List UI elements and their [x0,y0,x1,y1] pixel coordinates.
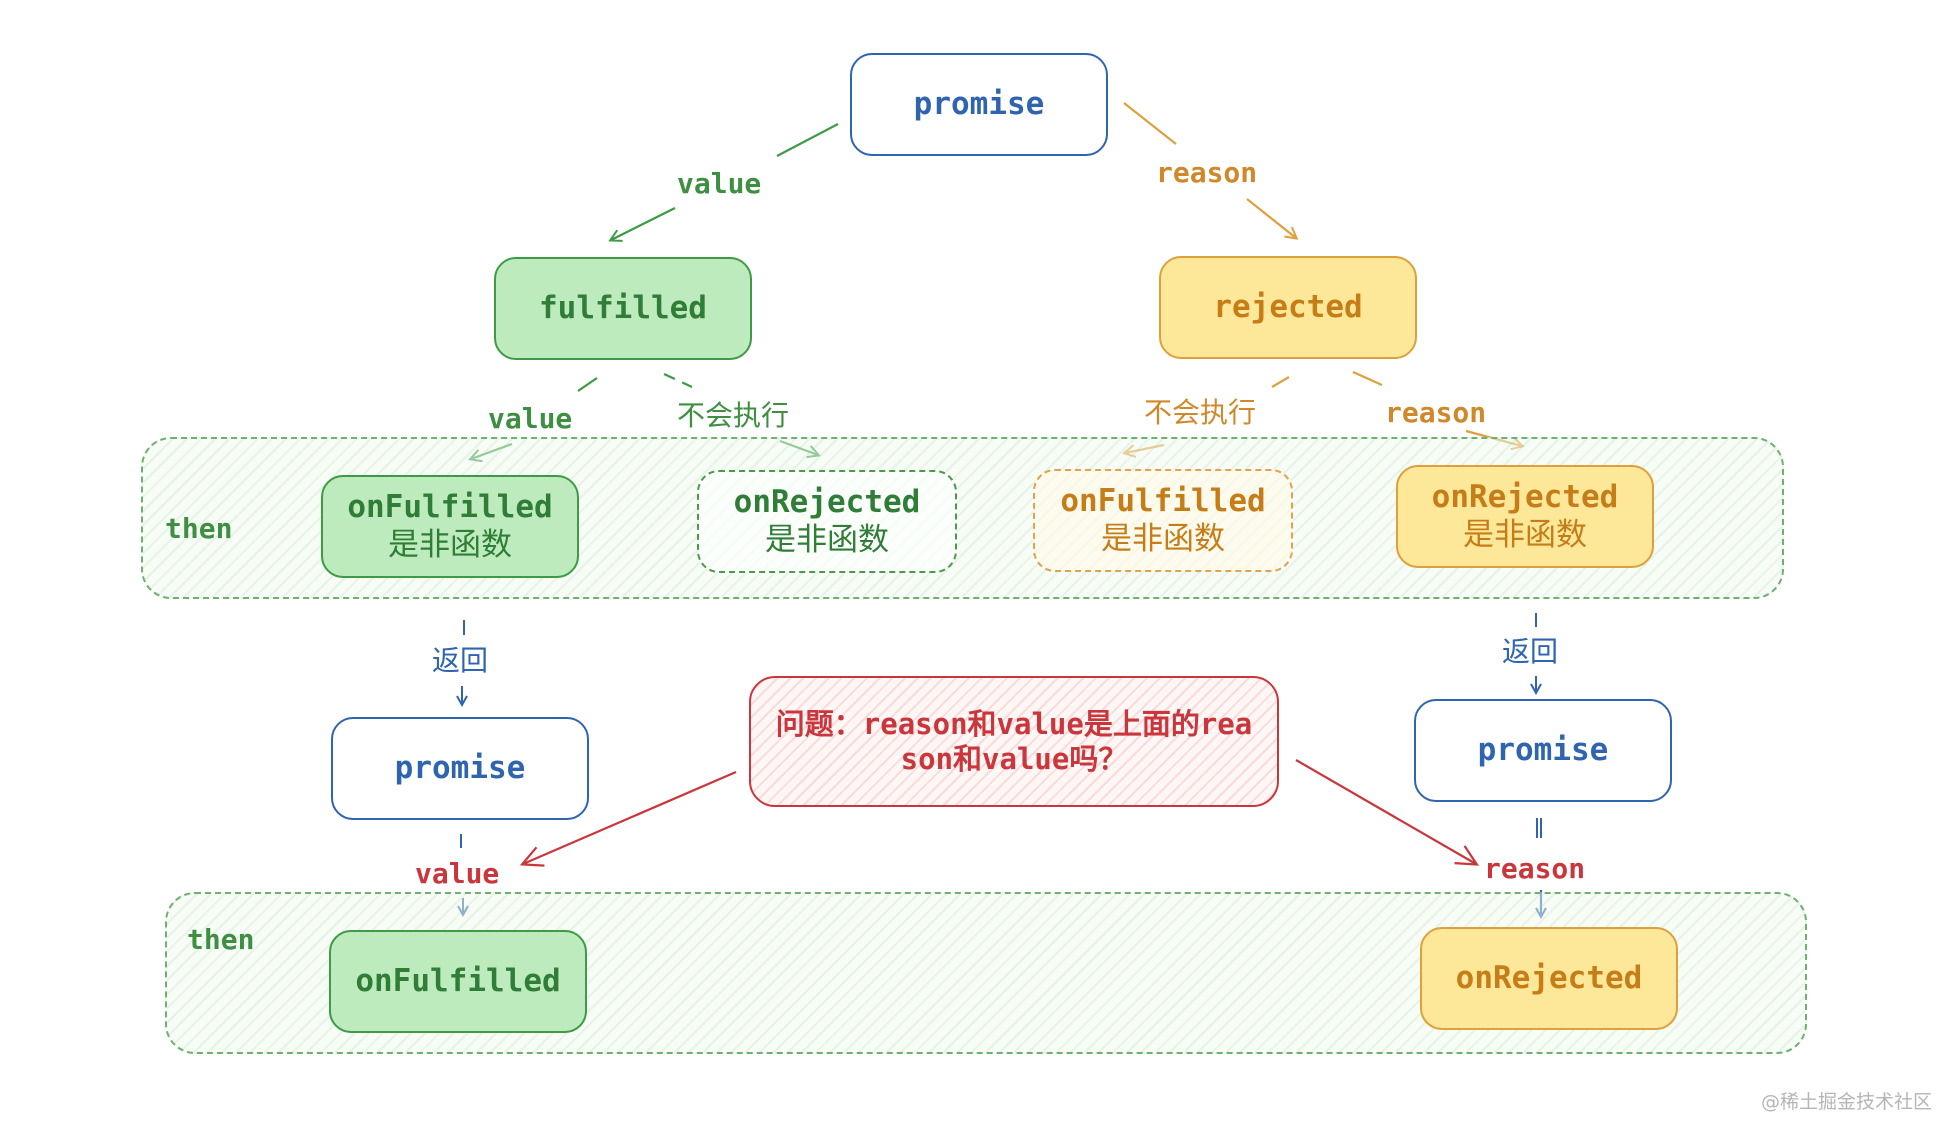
watermark: @稀土掘金技术社区 [1760,1091,1932,1113]
edge-label-not-executed-right: 不会执行 [1144,396,1257,429]
onrejected-node-2[interactable]: onRejected [1420,927,1678,1030]
edge-label-value-bottom: value [415,857,500,890]
onrejected-node-1[interactable]: onRejected 是非函数 [1396,465,1654,568]
then-group-2-label: then [187,923,255,956]
edge-promise-to-fulfilled [611,123,839,240]
promise-node-right[interactable]: promise [1414,699,1672,802]
onfulfilled-node-2[interactable]: onFulfilled [329,930,587,1033]
onrejected-node-1-skipped-condition: 是非函数 [764,521,889,558]
edge-label-reason-top: reason [1156,156,1258,189]
edge-question-to-reason [1295,759,1479,866]
onfulfilled-node-1[interactable]: onFulfilled 是非函数 [321,475,579,578]
question-line-2: son和value吗？ [900,741,1128,776]
fulfilled-node-label: fulfilled [539,289,707,326]
promise-node-top[interactable]: promise [850,53,1108,156]
promise-node-right-label: promise [1477,731,1609,768]
onrejected-node-1-name: onRejected [1431,479,1619,516]
promise-node-top-label: promise [913,85,1045,122]
question-box[interactable]: 问题：reason和value是上面的rea son和value吗？ [749,676,1279,807]
onfulfilled-node-1-skipped[interactable]: onFulfilled 是非函数 [1033,469,1293,572]
then-group-1-label: then [165,512,233,545]
edge-promise-to-rejected [1123,102,1296,238]
edge-onfulfilled-returns-promise [462,620,464,704]
rejected-node[interactable]: rejected [1159,256,1417,359]
onfulfilled-node-1-condition: 是非函数 [388,526,512,563]
onfulfilled-node-1-skipped-name: onFulfilled [1060,483,1266,520]
promise-node-left-label: promise [394,749,526,786]
edge-label-reason-mid: reason [1385,396,1487,429]
edge-label-reason-bottom: reason [1484,852,1586,885]
rejected-node-label: rejected [1213,288,1363,325]
edge-label-not-executed-left: 不会执行 [677,399,790,432]
promise-node-left[interactable]: promise [331,717,589,820]
onrejected-node-2-label: onRejected [1455,959,1643,996]
onfulfilled-node-1-name: onFulfilled [347,489,553,526]
question-line-1: 问题：reason和value是上面的rea [775,706,1253,741]
edge-label-value-mid: value [488,402,573,435]
fulfilled-node[interactable]: fulfilled [494,257,752,360]
edge-question-to-value [519,770,737,867]
edge-label-value-top: value [677,167,762,200]
onfulfilled-node-2-label: onFulfilled [355,962,561,999]
edge-label-return-right: 返回 [1502,635,1559,668]
edge-label-return-left: 返回 [432,644,489,677]
onrejected-node-1-skipped[interactable]: onRejected 是非函数 [697,470,957,573]
onrejected-node-1-skipped-name: onRejected [733,484,921,521]
onfulfilled-node-1-skipped-condition: 是非函数 [1101,520,1225,557]
onrejected-node-1-condition: 是非函数 [1462,516,1587,553]
